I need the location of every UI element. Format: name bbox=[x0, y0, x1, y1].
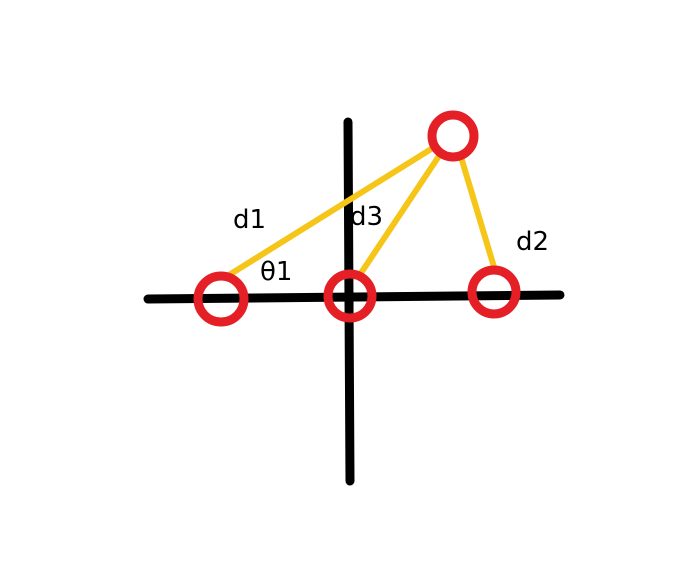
label-d3: d3 bbox=[350, 202, 383, 232]
node-origin bbox=[323, 269, 377, 323]
node-right bbox=[467, 265, 521, 319]
segment-d1 bbox=[226, 143, 439, 278]
label-d2: d2 bbox=[516, 227, 549, 257]
segment-d3 bbox=[358, 153, 442, 276]
label-d1: d1 bbox=[233, 205, 266, 235]
segment-d2 bbox=[458, 154, 497, 270]
vertical-axis bbox=[343, 117, 355, 486]
node-left bbox=[193, 271, 249, 327]
horizontal-axis bbox=[143, 290, 565, 304]
node-top bbox=[427, 110, 479, 162]
label-theta1: θ1 bbox=[260, 257, 292, 287]
